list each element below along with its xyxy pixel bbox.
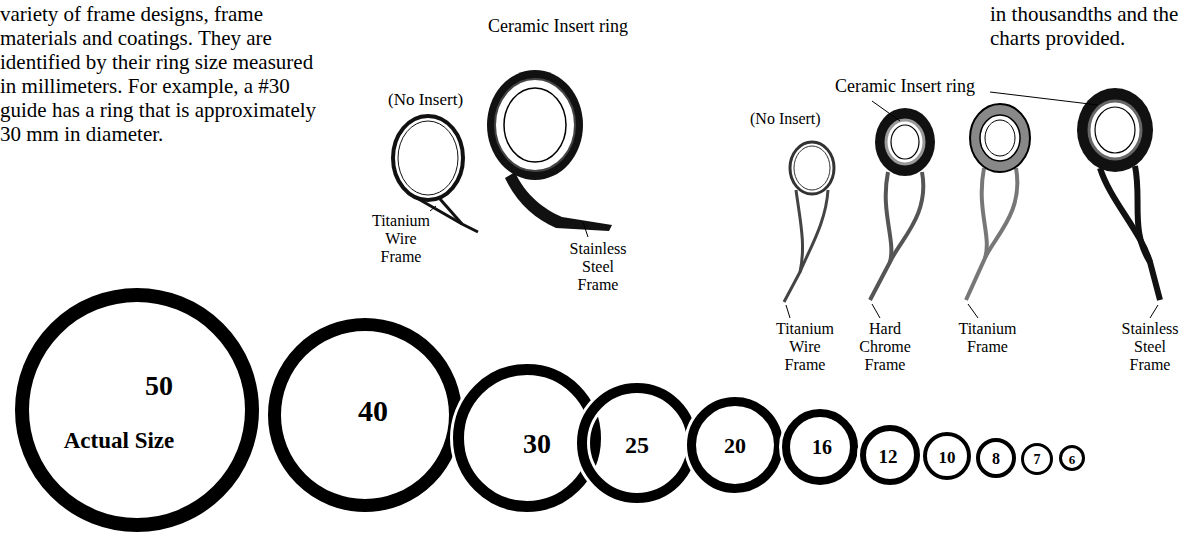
size-number: 25 xyxy=(625,433,649,457)
ring xyxy=(925,434,969,478)
size-number: 40 xyxy=(358,396,388,426)
ring xyxy=(22,295,252,525)
size-number: 30 xyxy=(523,430,551,458)
part-label: (No Insert) xyxy=(388,90,478,109)
part-label: (No Insert) xyxy=(750,110,835,128)
ring-halo xyxy=(863,428,917,482)
ring-halo xyxy=(692,402,779,489)
titanium-guide xyxy=(966,104,1030,300)
ring-halo xyxy=(275,325,456,506)
ring-size-circle: 16 xyxy=(782,409,858,485)
size-number: 7 xyxy=(1034,453,1041,467)
leader-line xyxy=(990,92,1098,105)
ring-halo xyxy=(978,440,1014,476)
ring-size-circle: 12 xyxy=(860,425,920,485)
ring xyxy=(978,440,1014,476)
ring-halo xyxy=(1023,445,1052,474)
ring-halo xyxy=(925,434,969,478)
ring-size-circle: 40 xyxy=(268,318,462,512)
ring-outline xyxy=(15,288,259,532)
stainless-guide-small xyxy=(1077,88,1160,300)
part-label: Ceramic Insert ring xyxy=(488,16,663,36)
part-label: Stainless Steel Frame xyxy=(1116,320,1184,374)
part-label: Titanium Wire Frame xyxy=(365,212,437,266)
hard-chrome-guide xyxy=(870,108,935,300)
size-number: 50 xyxy=(145,372,173,400)
ring xyxy=(275,325,456,506)
ring-size-circle: 25 xyxy=(577,383,697,503)
ring xyxy=(1023,445,1052,474)
part-label: Hard Chrome Frame xyxy=(850,320,920,374)
part-label: Ceramic Insert ring xyxy=(835,76,1000,96)
size-number: 12 xyxy=(879,447,898,466)
leader-line xyxy=(430,206,436,211)
size-caption: Actual Size xyxy=(64,429,175,452)
ring xyxy=(692,402,779,489)
ring-size-circle: 6 xyxy=(1059,445,1085,471)
body-text: variety of frame designs, frame material… xyxy=(0,2,330,146)
ring-size-circle: 8 xyxy=(976,438,1016,478)
leader-line xyxy=(583,222,588,237)
ring-size-circle: 20 xyxy=(687,397,783,493)
leader-line xyxy=(786,305,790,318)
part-label: Titanium Frame xyxy=(950,320,1025,356)
leader-line xyxy=(968,304,978,318)
body-text: in thousandths and the charts provided. xyxy=(990,2,1182,50)
size-number: 8 xyxy=(992,451,1000,467)
size-number: 16 xyxy=(812,437,832,457)
size-number: 20 xyxy=(724,435,746,457)
leader-line xyxy=(872,101,900,121)
ring-size-circle: 10 xyxy=(923,432,971,480)
ring-halo xyxy=(1061,447,1084,470)
ring xyxy=(582,388,692,498)
ring xyxy=(863,428,917,482)
ring-halo xyxy=(22,295,252,525)
wire-guide-small xyxy=(784,142,834,302)
size-number: 6 xyxy=(1069,453,1076,466)
ring-halo xyxy=(582,388,692,498)
stainless-guide xyxy=(487,70,612,231)
ring-size-circle: 7 xyxy=(1021,443,1053,475)
ring-halo xyxy=(786,413,854,481)
leader-line xyxy=(1150,305,1158,318)
ring xyxy=(786,413,854,481)
leader-line xyxy=(872,304,880,318)
part-label: Stainless Steel Frame xyxy=(562,240,634,294)
ring xyxy=(1061,447,1084,470)
size-number: 10 xyxy=(939,449,956,466)
ring-size-circle: 50Actual Size xyxy=(15,288,259,532)
part-label: Titanium Wire Frame xyxy=(770,320,840,374)
